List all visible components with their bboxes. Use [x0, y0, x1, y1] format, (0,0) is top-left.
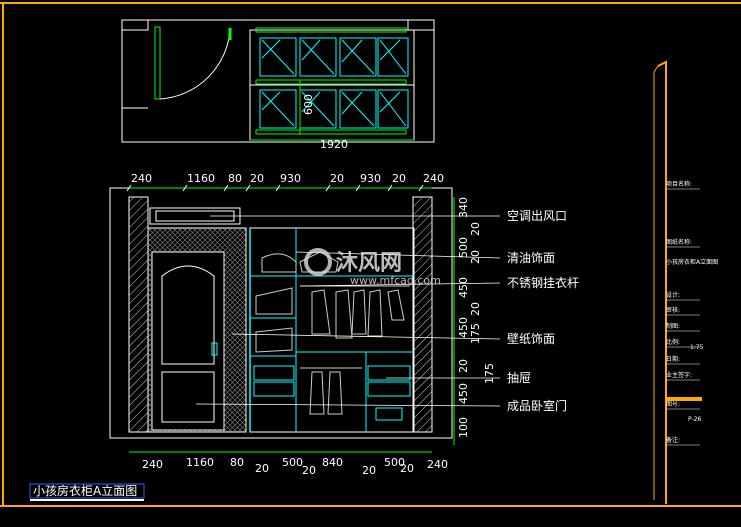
callout-label: 不锈钢挂衣杆: [507, 275, 579, 290]
dim-tick: [223, 184, 229, 192]
dim-bottom-label: 500: [384, 456, 405, 469]
dim-right-label: 20: [457, 359, 470, 373]
title-block-drawing-name: 小孩房衣柜A立面图: [666, 258, 718, 266]
title-block-field: 图纸名称:: [666, 238, 692, 246]
dim-bottom-label: 500: [282, 456, 303, 469]
dimension-lines: [129, 187, 455, 453]
dim-bottom-label: 840: [322, 456, 343, 469]
dim-top-label: 240: [423, 172, 444, 185]
dim-top-label: 20: [330, 172, 344, 185]
dim-bottom-label: 1160: [186, 456, 214, 469]
plan-width-label: 1920: [320, 138, 348, 151]
dim-right-label: 450: [457, 277, 470, 298]
dim-top-label: 930: [280, 172, 301, 185]
dim-right-label: 450: [457, 317, 470, 338]
callout-label: 清油饰面: [507, 251, 555, 265]
top-dimension-labels: 240 1160 80 20 930 20 930 20 240: [126, 172, 444, 192]
dim-right-label: 500: [457, 237, 470, 258]
callout-label: 抽屉: [507, 371, 531, 385]
dim-top-label: 20: [392, 172, 406, 185]
dim-right-label: 175: [483, 363, 496, 384]
dim-top-label: 240: [131, 172, 152, 185]
wardrobe-elevation: [109, 187, 453, 439]
dim-tick: [275, 184, 281, 192]
dim-right-label: 100: [457, 417, 470, 438]
title-block-field: 比例:: [666, 338, 680, 346]
title-block-field: 日期:: [666, 355, 680, 363]
dim-right-label: 175: [469, 323, 482, 344]
callout-label: 壁纸饰面: [507, 331, 555, 346]
dim-tick: [418, 184, 424, 192]
dim-right-label: 340: [457, 197, 470, 218]
dim-bottom-label: 20: [302, 464, 316, 477]
dim-bottom-label: 20: [255, 462, 269, 475]
wardrobe-plan-view: 600 1920: [121, 19, 435, 151]
title-block-scale: 1:75: [690, 344, 704, 351]
dim-bottom-label: 20: [400, 462, 414, 475]
dim-bottom-label: 240: [142, 458, 163, 471]
dim-top-label: 80: [228, 172, 242, 185]
dim-right-label: 20: [469, 222, 482, 236]
drawing-frame: [0, 2, 741, 507]
leader-line: [295, 251, 501, 259]
dim-top-label: 1160: [187, 172, 215, 185]
leader-line: [231, 333, 501, 340]
dim-bottom-label: 20: [362, 464, 376, 477]
dim-tick: [182, 184, 188, 192]
title-block-field: 图号:: [666, 401, 680, 408]
title-block-field: 项目名称:: [666, 180, 692, 188]
title-block-field: 业主签字:: [666, 371, 692, 379]
watermark: 沐风网 www.mfcad.com: [304, 248, 441, 287]
dim-bottom-label: 80: [230, 456, 244, 469]
title-block-sheet: P-26: [688, 416, 701, 423]
dim-right-label: 20: [469, 302, 482, 316]
dim-tick: [126, 184, 132, 192]
bedroom-door: [151, 251, 225, 431]
dim-tick: [325, 184, 331, 192]
leader-line: [299, 282, 501, 287]
dim-bottom-label: 240: [427, 458, 448, 471]
leader-line: [195, 403, 501, 407]
dim-top-label: 20: [250, 172, 264, 185]
title-block-field: 审核:: [666, 306, 680, 314]
title-block-field: 备注:: [666, 436, 680, 444]
title-block-field: 制图:: [666, 322, 680, 330]
dim-tick: [245, 184, 251, 192]
watermark-logo: 沐风网: [336, 251, 402, 276]
dim-tick: [355, 184, 361, 192]
dim-right-label: 450: [457, 383, 470, 404]
title-block: 项目名称: 图纸名称: 设计: 审核: 制图: 比例: 日期: 业主签字: 图号: 备注: 小孩房…: [653, 60, 718, 504]
dim-top-label: 930: [360, 172, 381, 185]
title-block-field: 设计:: [666, 291, 680, 299]
drawing-title-block: 小孩房衣柜A立面图: [29, 483, 145, 501]
callout-label: 空调出风口: [507, 209, 567, 223]
dim-tick: [387, 184, 393, 192]
callout-label: 成品卧室门: [507, 398, 567, 413]
watermark-url: www.mfcad.com: [350, 274, 441, 287]
drawing-title: 小孩房衣柜A立面图: [33, 483, 137, 498]
plan-depth-label: 600: [302, 94, 315, 115]
